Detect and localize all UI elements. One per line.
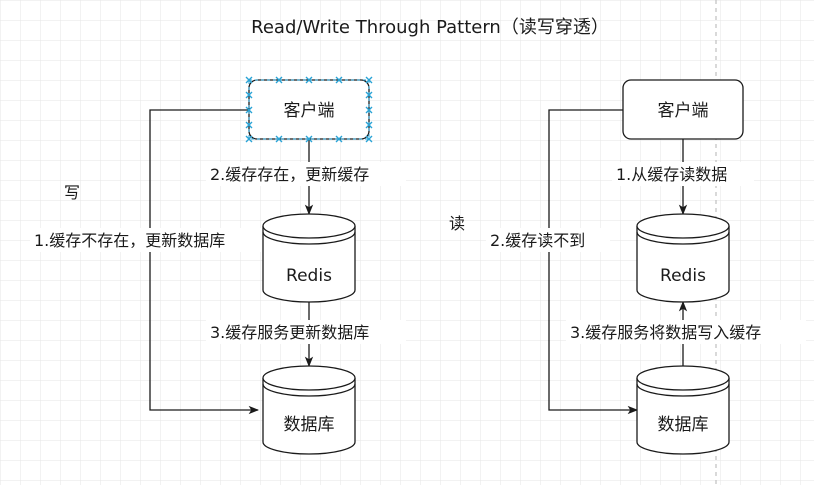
- edge-client-to-db-read[interactable]: [548, 109, 639, 415]
- write-section: 写 2.缓存存在，更新缓存 1.缓存不存在，更新数据库 3.缓存服务更新数据库 …: [30, 76, 406, 455]
- edge-label-bg: [566, 320, 806, 344]
- read-redis-node[interactable]: Redis: [636, 213, 730, 303]
- edge-label-write-back[interactable]: 3.缓存服务将数据写入缓存: [570, 323, 761, 342]
- edge-label-bg: [30, 228, 266, 252]
- edge-label-cache-miss[interactable]: 2.缓存读不到: [490, 231, 585, 250]
- read-redis-label: Redis: [660, 266, 706, 286]
- edge-label-read-cache[interactable]: 1.从缓存读数据: [616, 165, 727, 184]
- write-client-node[interactable]: 客户端: [248, 79, 370, 140]
- write-client-label: 客户端: [284, 101, 335, 121]
- edge-label-service-update-db[interactable]: 3.缓存服务更新数据库: [210, 323, 369, 342]
- edge-label-bg: [486, 228, 610, 252]
- read-database-label: 数据库: [658, 415, 709, 435]
- write-redis-label: Redis: [286, 266, 332, 286]
- selection-handles[interactable]: [245, 76, 373, 143]
- edge-label-bg: [206, 162, 406, 186]
- edge-label-update-cache[interactable]: 2.缓存存在，更新缓存: [210, 165, 369, 184]
- edge-label-update-db[interactable]: 1.缓存不存在，更新数据库: [34, 231, 225, 250]
- diagram-title[interactable]: Read/Write Through Pattern（读写穿透）: [251, 17, 609, 38]
- edge-label-bg: [206, 320, 406, 344]
- read-client-label: 客户端: [658, 101, 709, 121]
- write-database-node[interactable]: 数据库: [262, 365, 356, 455]
- edge-client-to-db-write[interactable]: [149, 109, 260, 415]
- write-redis-node[interactable]: Redis: [262, 213, 356, 303]
- read-database-node[interactable]: 数据库: [636, 365, 730, 455]
- edge-label-bg: [612, 162, 754, 186]
- write-section-label[interactable]: 写: [64, 183, 80, 202]
- write-database-label: 数据库: [284, 415, 335, 435]
- read-client-node[interactable]: 客户端: [622, 79, 744, 140]
- read-section: 读 1.从缓存读数据 2.缓存读不到 3.缓存服务将数据写入缓存 客户端 Red…: [449, 79, 806, 455]
- read-section-label[interactable]: 读: [449, 214, 465, 233]
